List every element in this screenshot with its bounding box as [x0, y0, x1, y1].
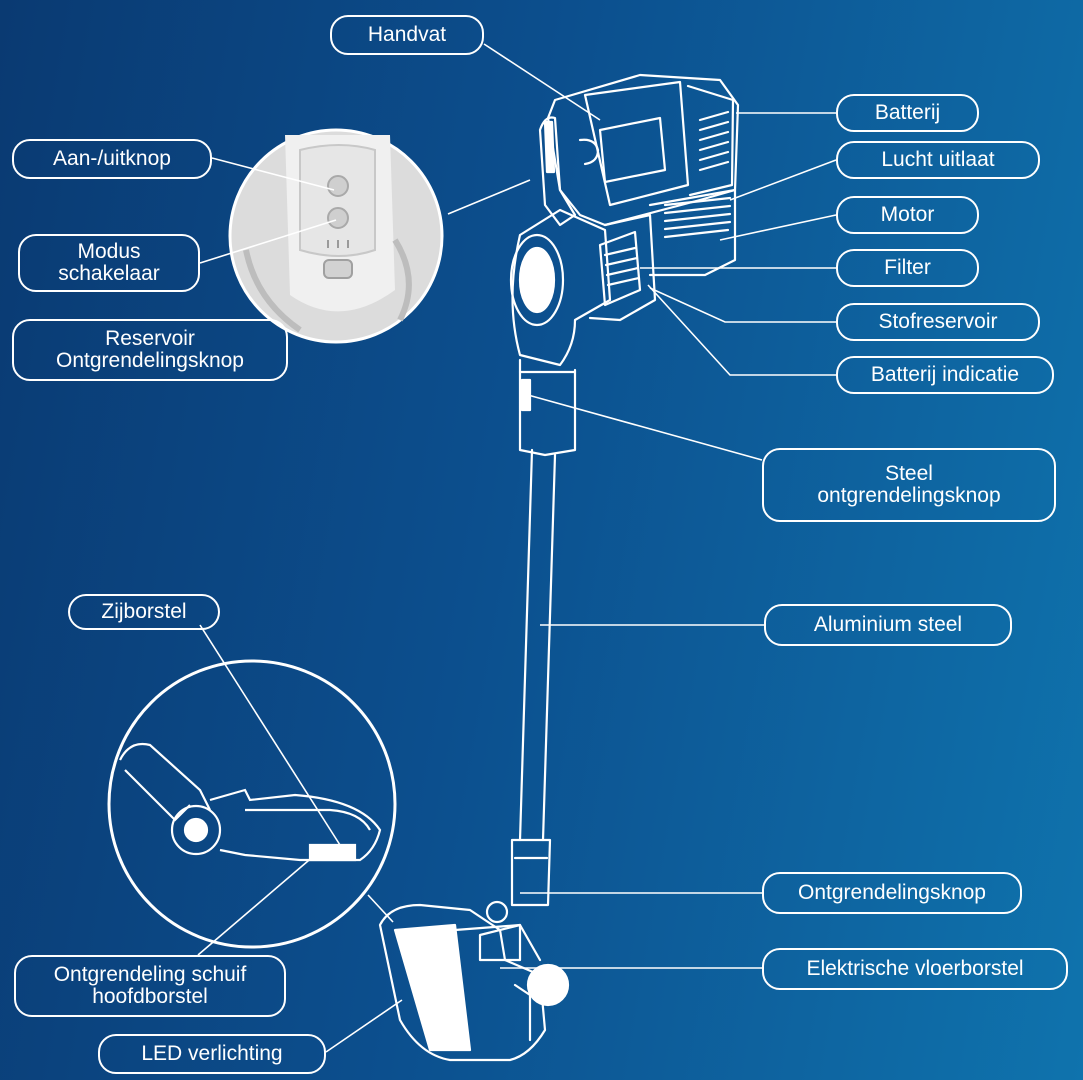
label-batterij-text: Batterij — [874, 101, 941, 124]
zoom-brush-circle — [107, 659, 397, 949]
label-motor-text: Motor — [880, 203, 935, 226]
label-aan-uitknop-text: Aan-/uitknop — [53, 147, 171, 170]
zoom-buttons-circle — [228, 128, 444, 344]
label-ontgrendelingsknop-text: Ontgrendelingsknop — [798, 881, 986, 904]
label-modus-schakelaar: Modus schakelaar — [18, 234, 200, 292]
label-handvat-text: Handvat — [367, 23, 447, 46]
label-steel-line1: Steel — [885, 462, 933, 485]
label-elektrische-vloerborstel-text: Elektrische vloerborstel — [806, 957, 1024, 980]
label-ontgrendeling-schuif-hoofdborstel: Ontgrendeling schuif hoofdborstel — [14, 955, 286, 1017]
aluminium-tube — [510, 448, 557, 907]
label-schuif-line2: hoofdborstel — [92, 985, 208, 1008]
label-batterij-indicatie: Batterij indicatie — [836, 356, 1054, 394]
label-led-verlichting: LED verlichting — [98, 1034, 326, 1074]
label-ontgrendelingsknop: Ontgrendelingsknop — [762, 872, 1022, 914]
label-stofreservoir: Stofreservoir — [836, 303, 1040, 341]
label-zijborstel-text: Zijborstel — [101, 600, 187, 623]
label-modus-line1: Modus — [77, 240, 141, 263]
vacuum-body — [509, 73, 740, 457]
label-steel-line2: ontgrendelingsknop — [817, 484, 1001, 507]
floor-brush — [378, 900, 570, 1062]
label-lucht-uitlaat: Lucht uitlaat — [836, 141, 1040, 179]
label-schuif-line1: Ontgrendeling schuif — [53, 963, 247, 986]
label-led-verlichting-text: LED verlichting — [141, 1042, 283, 1065]
label-aluminium-steel-text: Aluminium steel — [813, 613, 963, 636]
label-filter-text: Filter — [884, 256, 931, 279]
label-handvat: Handvat — [330, 15, 484, 55]
label-batterij: Batterij — [836, 94, 979, 132]
label-modus-line2: schakelaar — [58, 262, 160, 285]
label-reservoir-line1: Reservoir — [105, 327, 195, 350]
label-zijborstel: Zijborstel — [68, 594, 220, 630]
label-aluminium-steel: Aluminium steel — [764, 604, 1012, 646]
leader-lines — [197, 43, 837, 1053]
label-aan-uitknop: Aan-/uitknop — [12, 139, 212, 179]
label-reservoir-ontgrendelingsknop: Reservoir Ontgrendelingsknop — [12, 319, 288, 381]
label-elektrische-vloerborstel: Elektrische vloerborstel — [762, 948, 1068, 990]
label-lucht-uitlaat-text: Lucht uitlaat — [881, 148, 995, 171]
label-steel-ontgrendelingsknop: Steel ontgrendelingsknop — [762, 448, 1056, 522]
label-filter: Filter — [836, 249, 979, 287]
label-batterij-indicatie-text: Batterij indicatie — [870, 363, 1020, 386]
label-reservoir-line2: Ontgrendelingsknop — [56, 349, 244, 372]
label-motor: Motor — [836, 196, 979, 234]
label-stofreservoir-text: Stofreservoir — [878, 310, 998, 333]
